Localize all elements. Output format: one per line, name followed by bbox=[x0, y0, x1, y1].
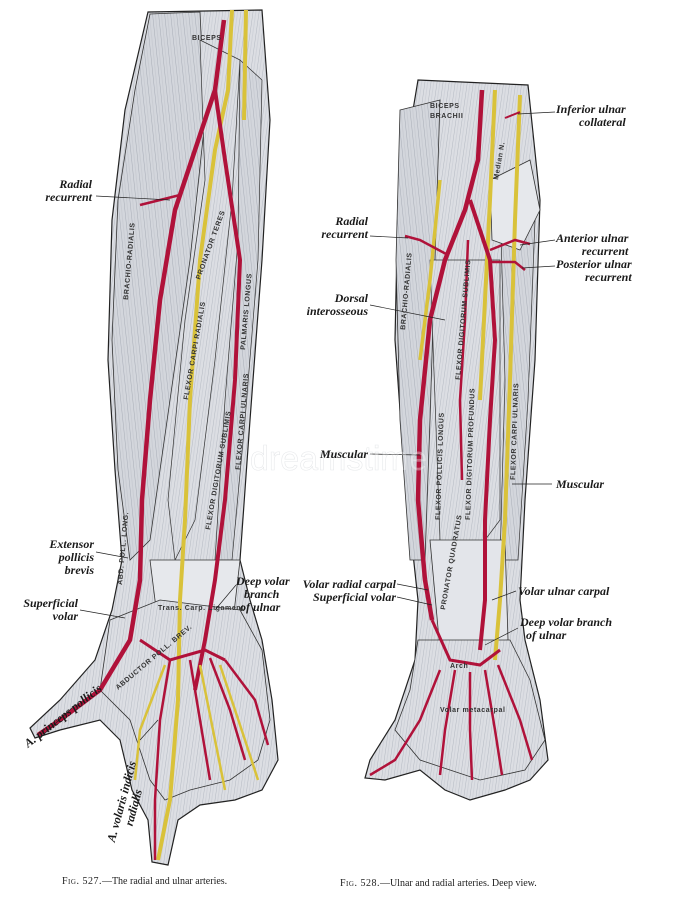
fig528-label-posterior-ulnar-recurrent: Posterior ulnar recurrent bbox=[556, 258, 632, 284]
fig528-muscle-biceps-brachii-1: BICEPS bbox=[430, 103, 460, 110]
fig528-label-di-line2: interosseous bbox=[306, 304, 368, 318]
fig528-label-rr-line2: recurrent bbox=[321, 227, 368, 241]
fig528-arm bbox=[364, 79, 549, 801]
fig528-muscle-flexor-digitorum-profundus: FLEXOR DIGITORUM PROFUNDUS bbox=[465, 388, 477, 520]
fig528-muscle-biceps-brachii-2: BRACHII bbox=[430, 113, 463, 120]
fig527-label-radial-recurrent-line1: Radial bbox=[59, 177, 92, 191]
fig527-caption-number: Fig. 527. bbox=[62, 876, 102, 887]
fig527-muscle-biceps: BICEPS bbox=[192, 35, 222, 42]
fig527-caption-text: —The radial and ulnar arteries. bbox=[101, 876, 228, 887]
fig528-label-superficial-volar: Superficial volar bbox=[313, 590, 396, 604]
fig528-label-inferior-ulnar-collateral: Inferior ulnar collateral bbox=[556, 103, 626, 129]
fig528-label-pur-line2: recurrent bbox=[585, 270, 632, 284]
fig528-label-dvb-line1: Deep volar branch bbox=[520, 615, 612, 629]
fig527-label-radial-recurrent-line2: recurrent bbox=[45, 190, 92, 204]
fig527-arm bbox=[29, 9, 279, 866]
fig528-label-volar-radial-carpal: Volar radial carpal bbox=[302, 577, 396, 591]
fig528-caption-text: —Ulnar and radial arteries. Deep view. bbox=[379, 878, 537, 889]
fig528-label-dvb-line2: of ulnar bbox=[526, 628, 567, 642]
fig528-muscle-flexor-carpi-ulnaris: FLEXOR CARPI ULNARIS bbox=[510, 383, 520, 480]
fig528-label-anterior-ulnar-recurrent: Anterior ulnar recurrent bbox=[556, 232, 628, 258]
fig527-label-epb-line1: Extensor bbox=[49, 537, 94, 551]
fig527-label-dvb-line3: of ulnar bbox=[240, 600, 281, 614]
fig527-label-extensor-pollicis-brevis: Extensor pollicis brevis bbox=[20, 538, 94, 577]
fig528-label-di-line1: Dorsal bbox=[334, 291, 368, 305]
fig527-caption: Fig. 527.—The radial and ulnar arteries. bbox=[62, 876, 227, 887]
fig528-muscle-flexor-pollicis-longus: FLEXOR POLLICIS LONGUS bbox=[435, 412, 446, 520]
fig528-label-muscular-left: Muscular bbox=[319, 447, 368, 461]
fig528-label-pur-line1: Posterior ulnar bbox=[556, 257, 632, 271]
fig528-label-deep-volar-branch-ulnar: Deep volar branch of ulnar bbox=[520, 616, 612, 642]
fig528-label-rr-line1: Radial bbox=[335, 214, 368, 228]
fig527-label-epb-line2: pollicis bbox=[58, 550, 94, 564]
fig527-label-dvb-line1: Deep volar bbox=[236, 574, 290, 588]
fig527-label-deep-volar-branch-ulnar: Deep volar branch of ulnar bbox=[236, 575, 290, 614]
fig527-muscle-trans-carp-ligament: Trans. Carp. Ligament bbox=[158, 605, 244, 612]
fig528-caption: Fig. 528.—Ulnar and radial arteries. Dee… bbox=[340, 878, 537, 889]
fig528-label-radial-recurrent: Radial recurrent bbox=[300, 215, 368, 241]
fig527-label-superficial-volar: Superficial volar bbox=[10, 597, 78, 623]
fig528-label-volar-ulnar-carpal: Volar ulnar carpal bbox=[518, 584, 610, 598]
fig528-muscle-volar-metacarpal: Volar metacarpal bbox=[440, 707, 506, 714]
fig528-muscle-arch: Arch bbox=[450, 663, 468, 670]
fig528-label-aur-line1: Anterior ulnar bbox=[556, 231, 629, 245]
fig528-label-dorsal-interosseous: Dorsal interosseous bbox=[290, 292, 368, 318]
fig528-label-aur-line2: recurrent bbox=[581, 244, 629, 258]
watermark-text: dreamstime bbox=[250, 440, 428, 478]
fig528-caption-number: Fig. 528. bbox=[340, 878, 380, 889]
fig527-label-sv-line2: volar bbox=[52, 609, 78, 623]
fig527-label-radial-recurrent: Radial recurrent bbox=[20, 178, 92, 204]
fig528-label-iuc-line1: Inferior ulnar bbox=[556, 102, 626, 116]
fig527-label-epb-line3: brevis bbox=[64, 563, 94, 577]
fig528-label-iuc-line2: collateral bbox=[579, 115, 626, 129]
fig527-label-sv-line1: Superficial bbox=[23, 596, 78, 610]
fig528-label-muscular-right: Muscular bbox=[556, 477, 605, 491]
fig527-label-dvb-line2: branch bbox=[244, 587, 280, 601]
